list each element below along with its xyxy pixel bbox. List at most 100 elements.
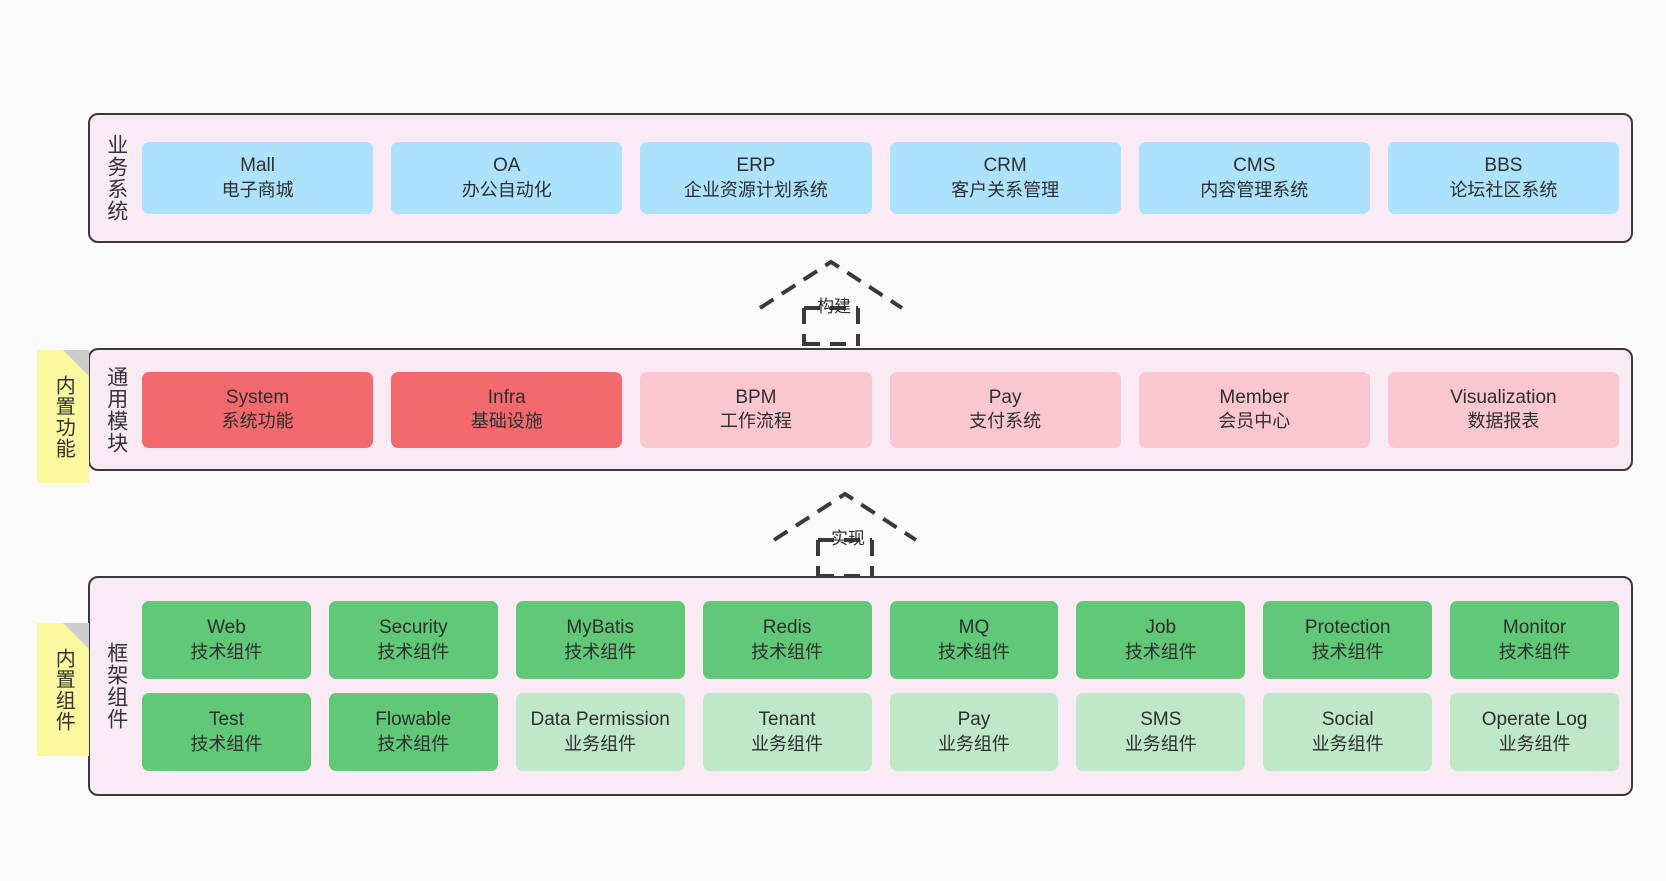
cell-infra[interactable]: Infra 基础设施 — [391, 371, 623, 448]
cell-member-title: Member — [1219, 386, 1290, 408]
cell-pay-component-title: Pay — [957, 709, 991, 731]
cell-crm-title: CRM — [983, 155, 1027, 177]
cell-web-title: Web — [207, 617, 246, 639]
cell-mybatis[interactable]: MyBatis 技术组件 — [515, 601, 685, 679]
cell-pay-component[interactable]: Pay 业务组件 — [889, 693, 1059, 771]
cell-bbs-title: BBS — [1484, 155, 1523, 177]
cell-mybatis-subtitle: 技术组件 — [564, 641, 637, 662]
row-business-components: Test 技术组件 Flowable 技术组件 Data Permission … — [142, 693, 1619, 771]
cell-mall-title: Mall — [240, 155, 275, 177]
cell-oa-title: OA — [493, 155, 521, 177]
cell-erp-title: ERP — [736, 155, 776, 177]
arrow-build-label: 构建 — [817, 297, 851, 316]
page-fold-icon — [63, 623, 89, 649]
cell-flowable-subtitle: 技术组件 — [377, 733, 450, 754]
cell-bpm-title: BPM — [735, 386, 777, 408]
cell-bpm[interactable]: BPM 工作流程 — [640, 371, 872, 448]
cell-mall[interactable]: Mall 电子商城 — [142, 142, 374, 214]
cell-cms-title: CMS — [1233, 155, 1276, 177]
cell-visualization-subtitle: 数据报表 — [1467, 411, 1540, 432]
cell-pay-title: Pay — [988, 386, 1022, 408]
cell-test[interactable]: Test 技术组件 — [142, 693, 311, 771]
cell-web-subtitle: 技术组件 — [190, 641, 263, 662]
arrow-implement-label: 实现 — [831, 529, 865, 548]
cell-operate-log[interactable]: Operate Log 业务组件 — [1450, 693, 1619, 771]
cell-tenant[interactable]: Tenant 业务组件 — [702, 693, 872, 771]
cell-member[interactable]: Member 会员中心 — [1138, 371, 1370, 448]
cell-infra-title: Infra — [487, 386, 526, 408]
cell-job[interactable]: Job 技术组件 — [1076, 601, 1246, 679]
cell-pay-component-subtitle: 业务组件 — [937, 733, 1010, 754]
cell-monitor-title: Monitor — [1502, 617, 1567, 639]
layer-title-business-system: 业务系统 — [104, 134, 128, 222]
layer-business-system: 业务系统 Mall 电子商城 OA 办公自动化 ERP 企业资源计划系统 CRM… — [88, 113, 1633, 243]
cell-oa-subtitle: 办公自动化 — [461, 179, 552, 200]
cell-job-title: Job — [1145, 617, 1177, 639]
cell-mall-subtitle: 电子商城 — [221, 179, 294, 200]
cell-flowable[interactable]: Flowable 技术组件 — [328, 693, 498, 771]
cell-mq[interactable]: MQ 技术组件 — [889, 601, 1059, 679]
row-common-modules: System 系统功能 Infra 基础设施 BPM 工作流程 Pay 支付系统… — [142, 371, 1620, 448]
row-tech-components: Web 技术组件 Security 技术组件 MyBatis 技术组件 Redi… — [142, 601, 1619, 679]
cell-monitor[interactable]: Monitor 技术组件 — [1450, 601, 1619, 679]
cell-security-subtitle: 技术组件 — [377, 641, 450, 662]
cell-system-title: System — [225, 386, 290, 408]
cell-tenant-subtitle: 业务组件 — [751, 733, 824, 754]
cell-social-subtitle: 业务组件 — [1311, 733, 1384, 754]
cell-mq-title: MQ — [958, 617, 990, 639]
cell-system[interactable]: System 系统功能 — [142, 371, 374, 448]
layer-title-common-module: 通用模块 — [104, 365, 128, 454]
arrow-build — [756, 258, 906, 346]
cell-infra-subtitle: 基础设施 — [470, 411, 543, 432]
cell-security[interactable]: Security 技术组件 — [328, 601, 498, 679]
cell-data-permission-subtitle: 业务组件 — [564, 733, 637, 754]
layer-title-framework-component: 框架组件 — [104, 642, 128, 730]
cell-operate-log-title: Operate Log — [1481, 709, 1588, 731]
cell-bbs[interactable]: BBS 论坛社区系统 — [1387, 142, 1620, 214]
cell-protection[interactable]: Protection 技术组件 — [1263, 601, 1433, 679]
cell-redis-subtitle: 技术组件 — [751, 641, 824, 662]
cell-security-title: Security — [378, 617, 448, 639]
cell-monitor-subtitle: 技术组件 — [1498, 641, 1571, 662]
page-fold-icon — [63, 350, 89, 376]
cell-web[interactable]: Web 技术组件 — [142, 601, 311, 679]
cell-operate-log-subtitle: 业务组件 — [1498, 733, 1571, 754]
cell-redis[interactable]: Redis 技术组件 — [702, 601, 872, 679]
cell-pay-subtitle: 支付系统 — [969, 411, 1042, 432]
cell-bbs-subtitle: 论坛社区系统 — [1449, 179, 1558, 200]
sticky-note-builtin-components: 内置组件 — [37, 623, 89, 756]
cell-visualization[interactable]: Visualization 数据报表 — [1387, 371, 1620, 448]
layer-body-common-module: System 系统功能 Infra 基础设施 BPM 工作流程 Pay 支付系统… — [142, 350, 1631, 469]
cell-system-subtitle: 系统功能 — [221, 411, 294, 432]
cell-social-title: Social — [1321, 709, 1374, 731]
layer-body-business-system: Mall 电子商城 OA 办公自动化 ERP 企业资源计划系统 CRM 客户关系… — [142, 115, 1631, 241]
sticky-note-builtin-functions: 内置功能 — [37, 350, 89, 483]
cell-cms-subtitle: 内容管理系统 — [1200, 179, 1309, 200]
cell-sms[interactable]: SMS 业务组件 — [1076, 693, 1246, 771]
layer-framework-component: 框架组件 Web 技术组件 Security 技术组件 MyBatis 技术组件… — [88, 576, 1633, 796]
cell-mq-subtitle: 技术组件 — [937, 641, 1010, 662]
cell-member-subtitle: 会员中心 — [1218, 411, 1291, 432]
cell-cms[interactable]: CMS 内容管理系统 — [1138, 142, 1370, 214]
cell-oa[interactable]: OA 办公自动化 — [391, 142, 623, 214]
cell-sms-subtitle: 业务组件 — [1124, 733, 1197, 754]
cell-social[interactable]: Social 业务组件 — [1263, 693, 1433, 771]
cell-pay[interactable]: Pay 支付系统 — [889, 371, 1121, 448]
cell-erp[interactable]: ERP 企业资源计划系统 — [640, 142, 872, 214]
row-business-systems: Mall 电子商城 OA 办公自动化 ERP 企业资源计划系统 CRM 客户关系… — [142, 142, 1620, 214]
cell-flowable-title: Flowable — [375, 709, 452, 731]
cell-data-permission[interactable]: Data Permission 业务组件 — [515, 693, 685, 771]
layer-body-framework-component: Web 技术组件 Security 技术组件 MyBatis 技术组件 Redi… — [142, 578, 1631, 794]
cell-crm[interactable]: CRM 客户关系管理 — [889, 142, 1121, 214]
cell-sms-title: SMS — [1140, 709, 1182, 731]
cell-protection-title: Protection — [1304, 617, 1391, 639]
cell-data-permission-title: Data Permission — [530, 709, 670, 731]
cell-redis-title: Redis — [762, 617, 812, 639]
cell-tenant-title: Tenant — [758, 709, 816, 731]
cell-job-subtitle: 技术组件 — [1124, 641, 1197, 662]
cell-test-subtitle: 技术组件 — [190, 733, 263, 754]
cell-test-title: Test — [209, 709, 244, 731]
cell-bpm-subtitle: 工作流程 — [719, 411, 792, 432]
cell-visualization-title: Visualization — [1450, 386, 1557, 408]
